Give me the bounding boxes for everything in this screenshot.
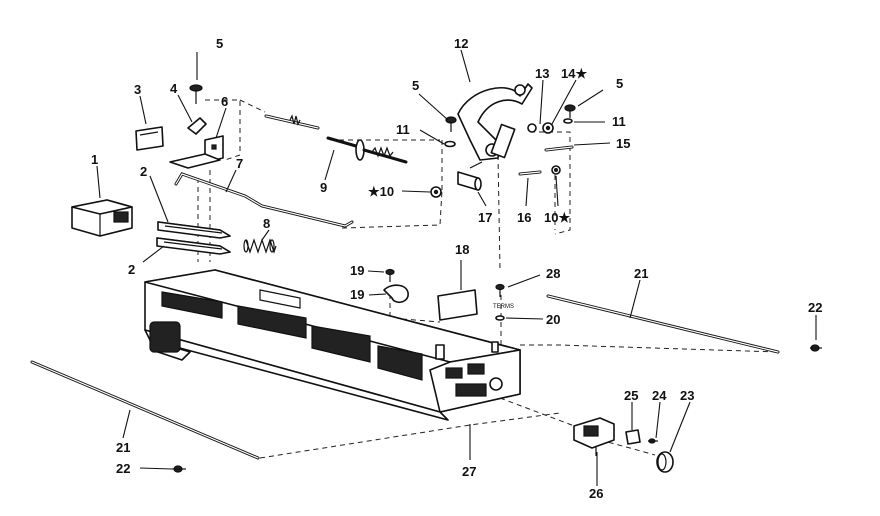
part-19-screw-right — [495, 283, 505, 297]
callout-8: 8 — [263, 216, 270, 231]
part-20-washer — [495, 315, 505, 321]
part-2-rail-upper — [157, 221, 231, 239]
part-5-screw-left — [189, 84, 203, 104]
part-8-spring — [243, 238, 277, 254]
callout-23: 23 — [680, 388, 694, 403]
part-5-screw-middle — [445, 116, 457, 132]
callout-3: 3 — [134, 82, 141, 97]
part-6-bracket — [169, 135, 224, 169]
callout-13: 13 — [535, 66, 549, 81]
callout-6: 6 — [221, 94, 228, 109]
part-5-screw-right — [564, 104, 576, 118]
part-9-shaft — [264, 114, 408, 164]
callout-9: 9 — [320, 180, 327, 195]
part-14-nut — [542, 122, 554, 134]
callout-11-left: 11 — [396, 122, 410, 137]
part-19-screw-left — [385, 268, 395, 282]
part-3-cap — [135, 126, 164, 151]
part-21-rod-right — [546, 294, 780, 354]
callout-12: 12 — [454, 36, 468, 51]
callout-4: 4 — [170, 81, 178, 96]
part-11-washer-right — [563, 118, 573, 124]
part-10-nut-left — [430, 186, 442, 198]
part-11-washer-left — [444, 140, 456, 148]
callout-5-middle: 5 — [412, 78, 419, 93]
callout-2-lower: 2 — [128, 262, 135, 277]
part-27-arm-housing — [144, 269, 521, 421]
part-10-nut-right — [551, 165, 561, 175]
part-12-lever — [457, 83, 533, 161]
part-22-screw-left — [172, 465, 186, 473]
callout-22-right: 22 — [808, 300, 822, 315]
part-21-rod-left — [30, 360, 260, 460]
part-17-cylinder — [457, 161, 483, 191]
callout-26: 26 — [589, 486, 603, 501]
part-2-rail-lower — [156, 237, 231, 255]
part-18-label-plate — [437, 289, 478, 321]
callout-15: 15 — [616, 136, 630, 151]
callout-18: 18 — [455, 242, 469, 257]
part-4-clip — [187, 117, 207, 135]
callout-28: 19 — [350, 287, 364, 302]
callout-16: 16 — [517, 210, 531, 225]
part-23-knob — [656, 451, 674, 473]
callout-24: 24 — [652, 388, 667, 403]
callout-labels: 5 3 4 6 1 2 2 7 8 9 12 5 13 14★ 5 11 11 … — [91, 36, 822, 501]
callout-2-upper: 2 — [140, 164, 147, 179]
callout-22-left: 22 — [116, 461, 130, 476]
callout-25: 25 — [624, 388, 638, 403]
callout-leaders — [96, 49, 817, 486]
callout-21-left: 21 — [116, 440, 130, 455]
callout-21-right: 21 — [634, 266, 648, 281]
callout-19-left: 19 — [350, 263, 364, 278]
part-22-screw-right — [810, 344, 822, 352]
callout-20: 20 — [546, 312, 560, 327]
callout-5-top: 5 — [216, 36, 223, 51]
callout-17: 17 — [478, 210, 492, 225]
part-25-switch-cap — [625, 429, 641, 445]
part-26-switch — [573, 417, 615, 456]
callout-1: 1 — [91, 152, 98, 167]
part-24-screw — [648, 438, 658, 444]
part-7-lock-rod — [174, 172, 354, 228]
callout-5-right: 5 — [616, 76, 623, 91]
callout-27: 27 — [462, 464, 476, 479]
callout-19-right: 28 — [546, 266, 560, 281]
part-28-clamp — [383, 284, 409, 304]
callout-7: 7 — [236, 156, 243, 171]
callout-14: 14★ — [561, 66, 587, 81]
callout-10-left: ★10 — [368, 184, 394, 199]
part-1-handle-block — [71, 199, 133, 237]
part-16-pin — [518, 170, 542, 176]
part-15-pin — [544, 145, 574, 152]
callout-11-right: 11 — [612, 114, 626, 129]
terms-marking: TERMS — [493, 304, 514, 310]
part-13-washer — [527, 123, 537, 133]
callout-10-right: 10★ — [544, 210, 570, 225]
